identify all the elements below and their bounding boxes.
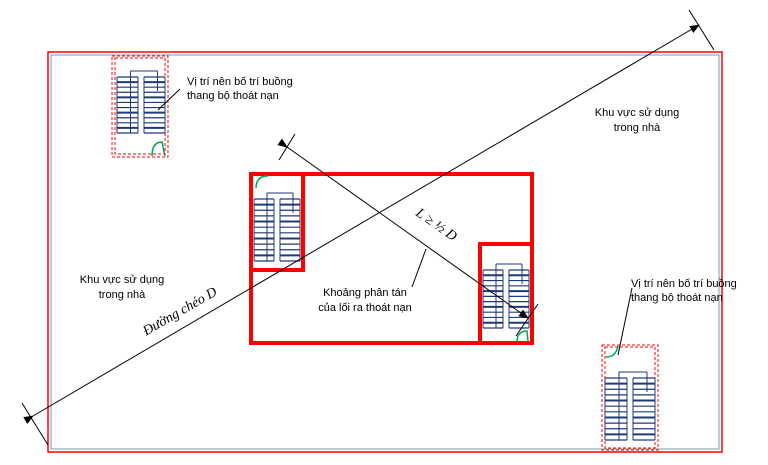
stair-box-bottom-right-inner [604,346,656,449]
stair-location-label: Vị trí nên bố trí buồng [187,76,293,88]
door-icon [605,345,619,358]
dimension-tick [688,9,715,51]
diagonal-dimension-line [23,24,700,425]
door-icon [255,175,269,189]
stair-location-label: thang bộ thoát nạn [187,90,279,102]
leader-line [411,248,427,288]
exit-spacing-label: của lối ra thoát nạn [318,302,412,314]
dimension-tick [278,133,296,161]
leader-line [617,287,633,356]
distance-dimension-line [277,138,529,319]
exit-spacing-label: Khoảng phân tán [323,287,407,299]
indoor-area-label: trong nhà [99,289,146,301]
indoor-area-label: Khu vực sử dụng [595,107,679,119]
dimension-tick [515,303,539,337]
leader-line [157,88,181,111]
diagonal-label: Đường chéo D [140,285,220,340]
indoor-area-label: Khu vực sử dụng [80,274,164,286]
stair-location-label: thang bộ thoát nạn [631,292,723,304]
stair-location-label: Vị trí nên bố trí buồng [631,278,737,290]
dimension-tick [21,402,49,446]
indoor-area-label: trong nhà [614,122,661,134]
distance-label: L ≥ ½ D [412,205,459,244]
